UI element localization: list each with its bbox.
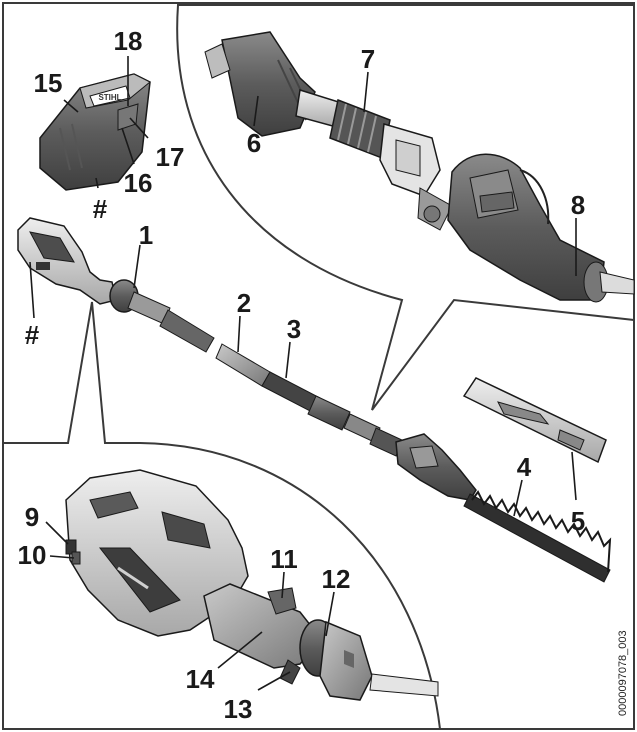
callout-2: 2 [237,288,251,318]
main-gear-head [395,433,477,501]
callout-9: 9 [25,502,39,532]
main-front-shaft [127,291,403,457]
leader-14 [217,631,263,669]
leader-hash-handle [29,261,35,319]
leader-2 [237,315,241,353]
leader-4 [513,479,523,517]
callout-8: 8 [571,190,585,220]
callout-12: 12 [322,564,351,594]
callout-14: 14 [186,664,215,694]
main-cutter-blade [463,490,612,583]
leader-11 [281,571,285,599]
battery-brand-label: STIHL [98,93,121,102]
detail-threaded-coupling [329,98,391,160]
leader-3 [285,341,291,379]
battery-pack: STIHL [39,73,151,191]
callout-labels: 1 2 3 4 5 6 7 8 9 10 11 12 13 14 15 16 1… [18,26,586,724]
leader-1 [133,244,141,289]
main-handle-housing [17,217,117,305]
callout-11: 11 [270,544,298,574]
leader-9 [45,521,69,545]
callout-7: 7 [361,44,375,74]
callout-15: 15 [34,68,63,98]
callout-4: 4 [517,452,532,482]
callout-5: 5 [571,506,585,536]
leader-12 [325,591,335,637]
detail-rotating-knob [299,619,439,701]
detail-control-handle [65,469,249,637]
detail-gear-housing [447,153,635,303]
blade-guard [462,377,607,464]
leader-17 [129,117,149,139]
leader-6 [253,95,259,127]
callout-1: 1 [139,220,153,250]
leader-7 [363,71,369,113]
figure-id: 0000097078_003 [617,630,629,716]
detail-pivot-joint [379,123,453,231]
leader-10 [49,555,75,559]
callout-hash-battery: # [93,194,108,224]
callout-13: 13 [224,694,253,724]
callout-hash-handle: # [25,320,40,350]
leader-16 [121,127,135,165]
callout-17: 17 [156,142,185,172]
leader-13 [257,671,291,691]
callout-3: 3 [287,314,301,344]
leader-15 [63,99,79,113]
callout-18: 18 [114,26,143,56]
callout-16: 16 [124,168,153,198]
callout-10: 10 [18,540,47,570]
leader-hash-battery [95,177,99,189]
leader-lines [29,56,577,691]
callout-6: 6 [247,128,261,158]
leader-5 [571,451,577,501]
